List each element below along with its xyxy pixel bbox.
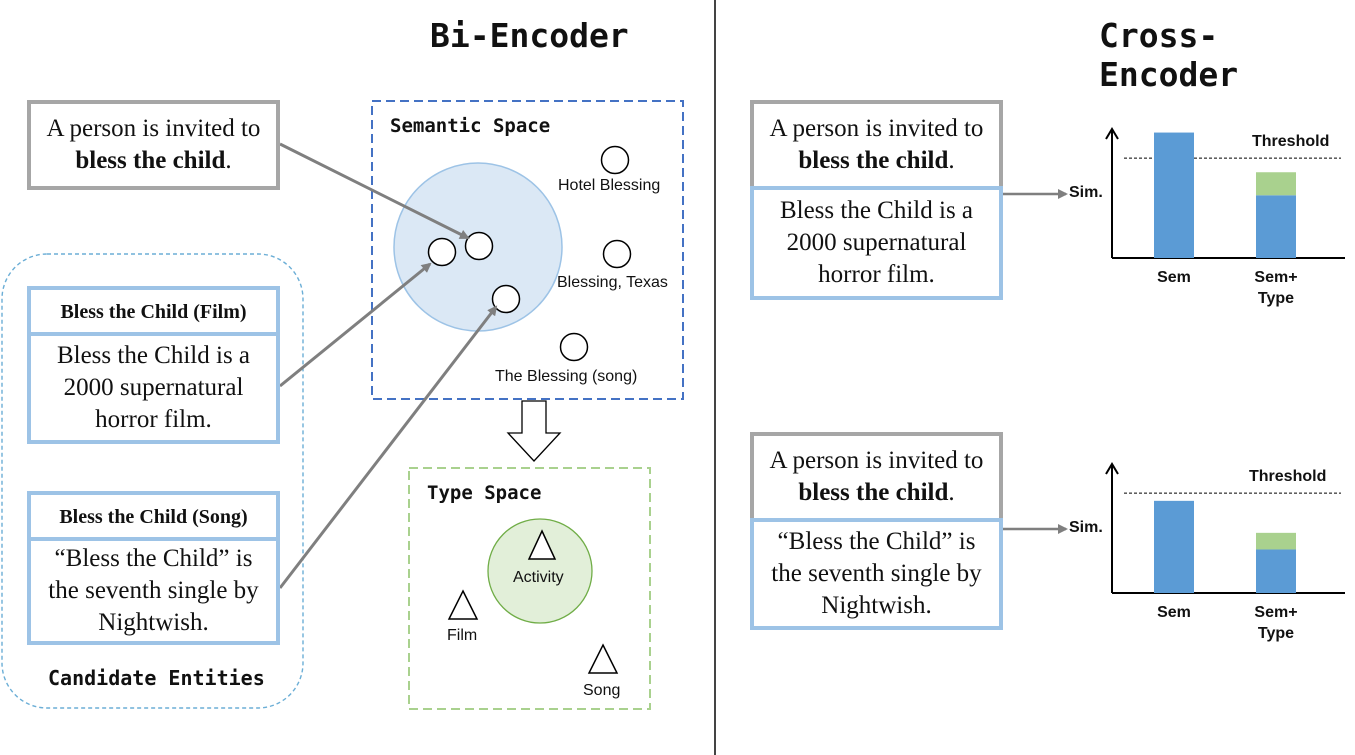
film-description-text: Bless the Child is a 2000 supernatural h… xyxy=(56,342,251,433)
category-label-sem: Sem xyxy=(1157,604,1191,621)
type-space-box xyxy=(408,467,651,710)
cross-mention-box-1: A person is invited to bless the child. xyxy=(750,100,1003,190)
cross-mention-box-2: A person is invited to bless the child. xyxy=(750,432,1003,522)
mention-arrow xyxy=(279,142,470,240)
candidate-entities-group xyxy=(1,253,304,709)
film-point xyxy=(464,231,494,261)
film-arrow xyxy=(279,262,432,388)
mention-end: . xyxy=(225,147,232,174)
semantic-score-bar xyxy=(1256,195,1296,258)
blessing-texas-point xyxy=(602,239,632,269)
cross-description-text-2: “Bless the Child” is the seventh single … xyxy=(771,528,982,619)
mention-line2: bless the child. xyxy=(798,145,954,177)
mention-end: . xyxy=(948,479,955,506)
mention-point xyxy=(427,237,457,267)
sim-axis-label: Sim. xyxy=(1069,519,1103,536)
cross-description-box-1: Bless the Child is a 2000 supernatural h… xyxy=(750,186,1003,300)
activity-cluster xyxy=(487,518,593,624)
semantic-score-bar xyxy=(1154,500,1194,593)
mention-line1: A person is invited to xyxy=(769,447,984,474)
type-score-bar xyxy=(1256,172,1296,196)
activity-triangle xyxy=(527,529,557,560)
semantic-space-label: Semantic Space xyxy=(390,115,551,137)
category-line: Sem+ xyxy=(1254,269,1298,286)
song-type-label: Song xyxy=(583,682,621,699)
the-blessing-song-point xyxy=(559,332,589,362)
semantic-score-bar xyxy=(1154,132,1194,258)
sim-chart-2-svg xyxy=(1105,462,1345,594)
mention-end: . xyxy=(948,147,955,174)
category-line: Type xyxy=(1257,290,1295,307)
song-arrow xyxy=(278,305,498,589)
blessing-texas-label: Blessing, Texas xyxy=(557,274,668,291)
semantic-score-bar xyxy=(1256,549,1296,593)
type-space-label: Type Space xyxy=(427,482,542,504)
threshold-label: Threshold xyxy=(1252,133,1330,150)
hotel-blessing-point xyxy=(600,145,630,175)
category-label-sem-type: Sem+ Type xyxy=(1246,267,1306,309)
mention-line1: A person is invited to xyxy=(769,115,984,142)
sim-axis-label: Sim. xyxy=(1069,184,1103,201)
mention-emphasis: bless the child xyxy=(798,479,949,506)
mention-emphasis: bless the child xyxy=(75,147,226,174)
mention-line2: bless the child. xyxy=(75,145,231,177)
film-triangle xyxy=(447,589,479,620)
mention-line2: bless the child. xyxy=(798,477,954,509)
mention-line1: A person is invited to xyxy=(46,115,261,142)
category-line: Type xyxy=(1257,625,1295,642)
semantic-space-box xyxy=(371,100,684,400)
sim-chart-2: Sim. Threshold Sem Sem+ Type xyxy=(1060,453,1350,653)
cross-encoder-title: Cross-Encoder xyxy=(1099,16,1239,94)
candidate-entities-label: Candidate Entities xyxy=(48,666,265,690)
song-entity-description: “Bless the Child” is the seventh single … xyxy=(27,537,280,645)
song-triangle xyxy=(587,643,619,674)
category-line: Sem+ xyxy=(1254,604,1298,621)
song-entity-title: Bless the Child (Song) xyxy=(27,491,280,541)
y-axis-arrowhead xyxy=(1105,127,1119,140)
song-point xyxy=(491,284,521,314)
film-entity-title: Bless the Child (Film) xyxy=(27,286,280,336)
cross-description-box-2: “Bless the Child” is the seventh single … xyxy=(750,518,1003,630)
bi-encoder-title: Bi-Encoder xyxy=(430,16,629,55)
sim-chart-1: Sim. Threshold Sem Sem+ Type xyxy=(1060,118,1350,318)
mention-emphasis: bless the child xyxy=(798,147,949,174)
bi-mention-box: A person is invited to bless the child. xyxy=(27,100,280,190)
y-axis-arrowhead xyxy=(1105,462,1119,475)
song-description-text: “Bless the Child” is the seventh single … xyxy=(48,545,259,636)
down-arrow xyxy=(506,400,562,462)
category-label-sem: Sem xyxy=(1157,269,1191,286)
type-score-bar xyxy=(1256,532,1296,550)
the-blessing-song-label: The Blessing (song) xyxy=(495,368,638,385)
cross-description-text-1: Bless the Child is a 2000 supernatural h… xyxy=(779,197,974,288)
sim-chart-1-svg xyxy=(1105,127,1345,259)
hotel-blessing-label: Hotel Blessing xyxy=(558,177,661,194)
threshold-label: Threshold xyxy=(1249,468,1327,485)
category-label-sem-type: Sem+ Type xyxy=(1246,602,1306,644)
activity-label: Activity xyxy=(513,569,564,586)
panel-divider xyxy=(714,0,716,755)
film-entity-description: Bless the Child is a 2000 supernatural h… xyxy=(27,332,280,444)
film-type-label: Film xyxy=(447,627,478,644)
